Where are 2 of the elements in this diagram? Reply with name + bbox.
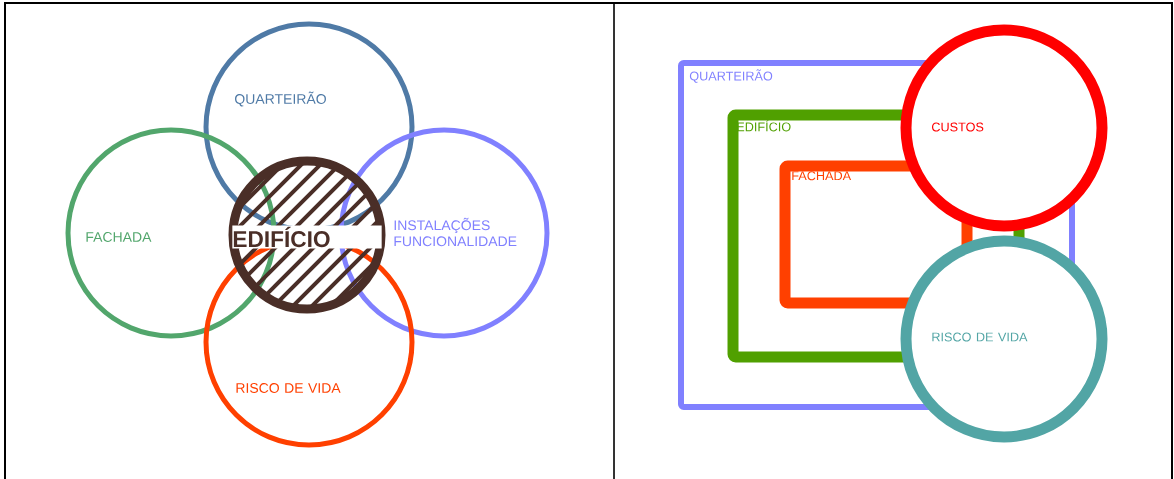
node-label: RISCO DE VIDA xyxy=(932,332,1028,342)
node-label: CUSTOS xyxy=(931,122,984,132)
